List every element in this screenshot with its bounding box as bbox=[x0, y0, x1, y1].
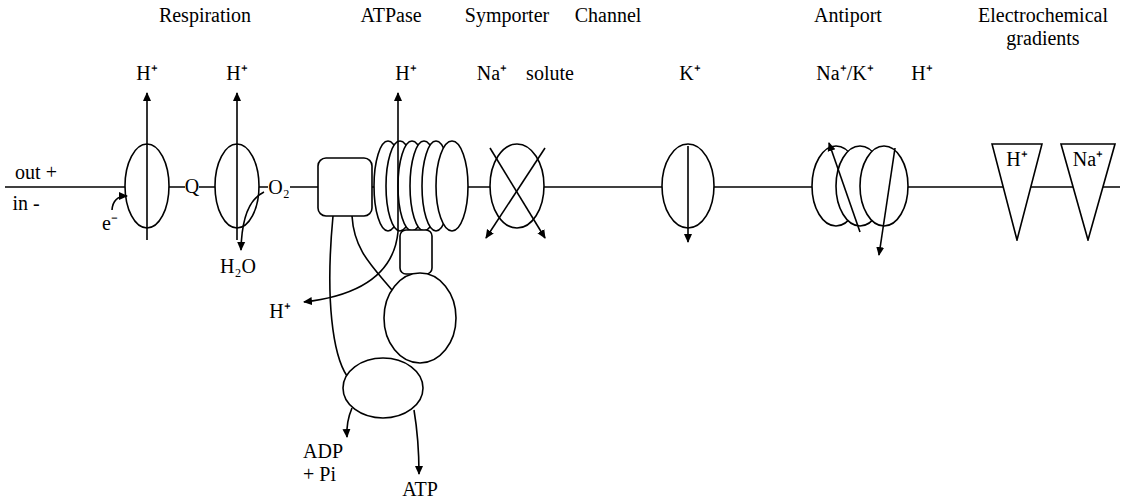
symporter-protein bbox=[490, 144, 544, 228]
transport-arrow bbox=[879, 148, 895, 255]
product-arrow bbox=[414, 410, 419, 474]
water-label: H₂O bbox=[220, 255, 256, 278]
product-label: ATP bbox=[402, 478, 438, 501]
ion-label: H⁺ bbox=[395, 62, 416, 85]
oxygen-arrow bbox=[241, 192, 264, 250]
transport-arrow bbox=[687, 146, 689, 242]
triangle-shape bbox=[1061, 144, 1115, 240]
oxygen-label: O₂ bbox=[268, 176, 289, 199]
transport-arrow bbox=[829, 143, 860, 232]
ion-label: K⁺ bbox=[679, 62, 700, 85]
electron-label: e⁻ bbox=[102, 212, 118, 235]
atpase-f1-head bbox=[384, 273, 456, 363]
ion-label: Na⁺ bbox=[477, 62, 507, 85]
atpase-stalk bbox=[400, 230, 432, 274]
section-title: Antiport bbox=[814, 4, 882, 27]
section-title: ATPase bbox=[360, 4, 421, 27]
transport-arrow bbox=[486, 148, 545, 238]
side-label: in - bbox=[12, 192, 39, 215]
section-title: Electrochemical gradients bbox=[958, 4, 1128, 50]
substrate-label: ADP + Pi bbox=[303, 440, 353, 486]
proton-arrow bbox=[397, 93, 399, 232]
triangle-shape bbox=[992, 144, 1042, 240]
c-ring-disc bbox=[436, 141, 468, 231]
ion-label: H⁺ bbox=[269, 300, 290, 323]
gradient-triangle: H⁺ bbox=[991, 143, 1043, 241]
atpase-a-subunit bbox=[318, 158, 372, 216]
proton-arrow bbox=[304, 232, 398, 302]
substrate-arrow bbox=[347, 408, 352, 437]
proton-arrow bbox=[146, 93, 148, 240]
gradient-label: H⁺ bbox=[991, 148, 1043, 171]
atpase-catalytic-site bbox=[343, 358, 423, 418]
membrane-line bbox=[5, 186, 1120, 188]
section-title: Respiration bbox=[159, 4, 251, 27]
electron-arrow bbox=[112, 196, 127, 210]
gradient-triangle: Na⁺ bbox=[1060, 143, 1116, 241]
solute-label: solute bbox=[526, 62, 574, 85]
antiporter-protein bbox=[860, 146, 908, 226]
ion-label: Na⁺/K⁺ bbox=[816, 62, 873, 85]
ion-label: H⁺ bbox=[136, 62, 157, 85]
section-title: Symporter bbox=[465, 4, 549, 27]
ion-label: H⁺ bbox=[226, 62, 247, 85]
proton-arrow bbox=[236, 93, 238, 240]
quinone-label: Q bbox=[185, 175, 199, 198]
section-title: Channel bbox=[575, 4, 642, 27]
ion-label: H⁺ bbox=[911, 62, 932, 85]
gradient-label: Na⁺ bbox=[1060, 148, 1116, 171]
side-label: out + bbox=[15, 161, 57, 184]
